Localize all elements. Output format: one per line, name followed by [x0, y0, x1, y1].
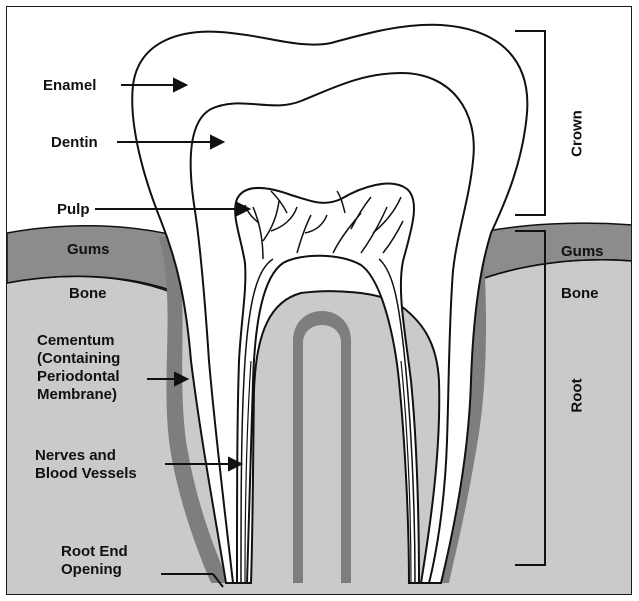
label-root-end-line2: Opening	[61, 561, 128, 579]
label-cementum-line1: Cementum	[37, 332, 120, 350]
label-nerves: Nerves and Blood Vessels	[35, 447, 137, 483]
label-dentin: Dentin	[51, 134, 98, 152]
label-nerves-line1: Nerves and	[35, 447, 137, 465]
label-gums-left: Gums	[67, 241, 110, 259]
label-nerves-line2: Blood Vessels	[35, 465, 137, 483]
label-cementum: Cementum (Containing Periodontal Membran…	[37, 332, 120, 404]
label-gums-right: Gums	[561, 243, 604, 261]
label-root-end-line1: Root End	[61, 543, 128, 561]
label-bone-right: Bone	[561, 285, 599, 303]
label-bone-left: Bone	[69, 285, 107, 303]
label-root-end: Root End Opening	[61, 543, 128, 579]
label-enamel: Enamel	[43, 77, 96, 95]
label-pulp: Pulp	[57, 201, 90, 219]
diagram-frame: Enamel Dentin Pulp Gums Bone Cementum (C…	[6, 6, 632, 595]
label-cementum-line2: (Containing	[37, 350, 120, 368]
label-cementum-line4: Membrane)	[37, 386, 120, 404]
label-crown: Crown	[569, 104, 586, 164]
label-root: Root	[569, 366, 586, 426]
label-cementum-line3: Periodontal	[37, 368, 120, 386]
